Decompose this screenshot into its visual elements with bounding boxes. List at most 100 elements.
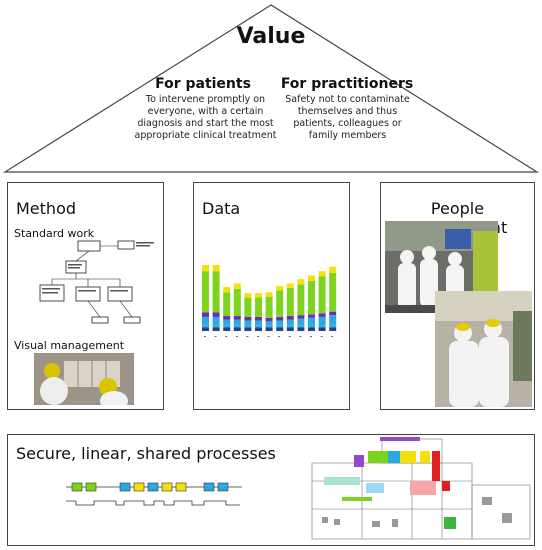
flowchart-image [39,240,154,324]
bar-segment [276,290,284,317]
bar-segment [265,327,273,331]
process-timeline [66,482,242,506]
people-photo-team [435,291,532,407]
bar-segment [223,287,231,293]
bar-segment [244,316,252,321]
bar-segment [265,296,273,318]
patients-body: To intervene promptly on everyone, with … [134,94,277,141]
bar-segment [265,292,273,297]
bar-segment [318,276,326,314]
bar-segment [244,293,252,298]
roof-outline [2,4,540,173]
bar-segment [318,271,326,277]
bar-segment [255,293,262,298]
people-pillar: People involvement [380,182,535,410]
bar-segment [308,275,315,281]
base-title: Secure, linear, shared processes [16,444,276,463]
bar-segment [212,327,220,331]
bar-segment [308,314,315,318]
x-tick [214,336,217,337]
bar-segment [223,325,231,328]
bar-segment [318,316,326,326]
bar-segment [212,265,220,272]
bar-segment [286,319,294,326]
practitioners-body: Safety not to contaminate themselves and… [285,94,410,141]
bar-segment [212,316,220,326]
value-title: Value [236,24,306,49]
bar-segment [202,325,209,328]
bar-segment [223,319,231,326]
bar-segment [318,313,326,317]
bar-segment [233,319,241,326]
standard-work-label: Standard work [14,227,95,240]
bar-segment [265,317,273,322]
bar-segment [255,297,262,317]
x-tick [299,336,302,337]
bar-segment [308,327,315,331]
bar-segment [308,317,315,326]
base-box: Secure, linear, shared processes [7,434,535,546]
bar-segment [329,325,337,328]
patients-heading: For patients [155,76,251,92]
bar-segment [223,292,231,317]
bar-segment [212,325,220,328]
floor-plan-image [302,437,532,541]
bar-segment [329,327,337,331]
bar-segment [202,271,209,313]
bar-segment [297,318,305,326]
x-tick [235,336,238,337]
method-pillar: Method Standard work [7,182,164,410]
x-tick [310,336,312,337]
bar-segment [297,279,305,285]
bar-segment [255,320,262,326]
bar-segment [244,325,252,328]
bar-segment [329,311,337,316]
bar-segment [212,312,220,317]
visual-management-photo [34,353,134,405]
x-tick [288,336,291,337]
bar-segment [265,325,273,328]
x-tick [257,336,259,337]
bar-segment [286,325,294,328]
data-pillar: Data [193,182,350,410]
bar-segment [202,327,209,331]
bar-segment [276,286,284,291]
x-tick [331,336,334,337]
bar-segment [244,297,252,317]
visual-management-label: Visual management [14,339,125,352]
bar-segment [223,327,231,331]
bar-segment [276,325,284,328]
bar-segment [276,327,284,331]
bar-segment [255,316,262,321]
bar-segment [286,283,294,288]
bar-segment [265,321,273,326]
bar-segment [223,316,231,320]
bar-segment [308,280,315,315]
x-tick [320,336,323,337]
bar-segment [212,271,220,313]
bar-segment [233,288,241,317]
bar-segment [318,327,326,331]
x-tick [267,336,270,337]
bar-segment [255,325,262,328]
bar-segment [329,266,337,273]
method-title: Method [16,199,77,218]
x-tick [246,336,249,337]
bar-segment [202,265,209,272]
bar-segment [286,287,294,317]
bar-segment [233,283,241,289]
x-tick [278,336,281,337]
bar-segment [318,325,326,328]
bar-segment [329,272,337,312]
practitioners-heading: For practitioners [280,76,414,92]
x-tick [204,336,206,337]
bar-segment [244,327,252,331]
bar-segment [297,327,305,331]
bar-segment [233,327,241,331]
bar-segment [297,315,305,319]
bar-segment [202,312,209,317]
bar-segment [276,316,284,321]
bar-segment [286,327,294,331]
bar-segment [202,316,209,326]
bar-segment [308,325,315,328]
